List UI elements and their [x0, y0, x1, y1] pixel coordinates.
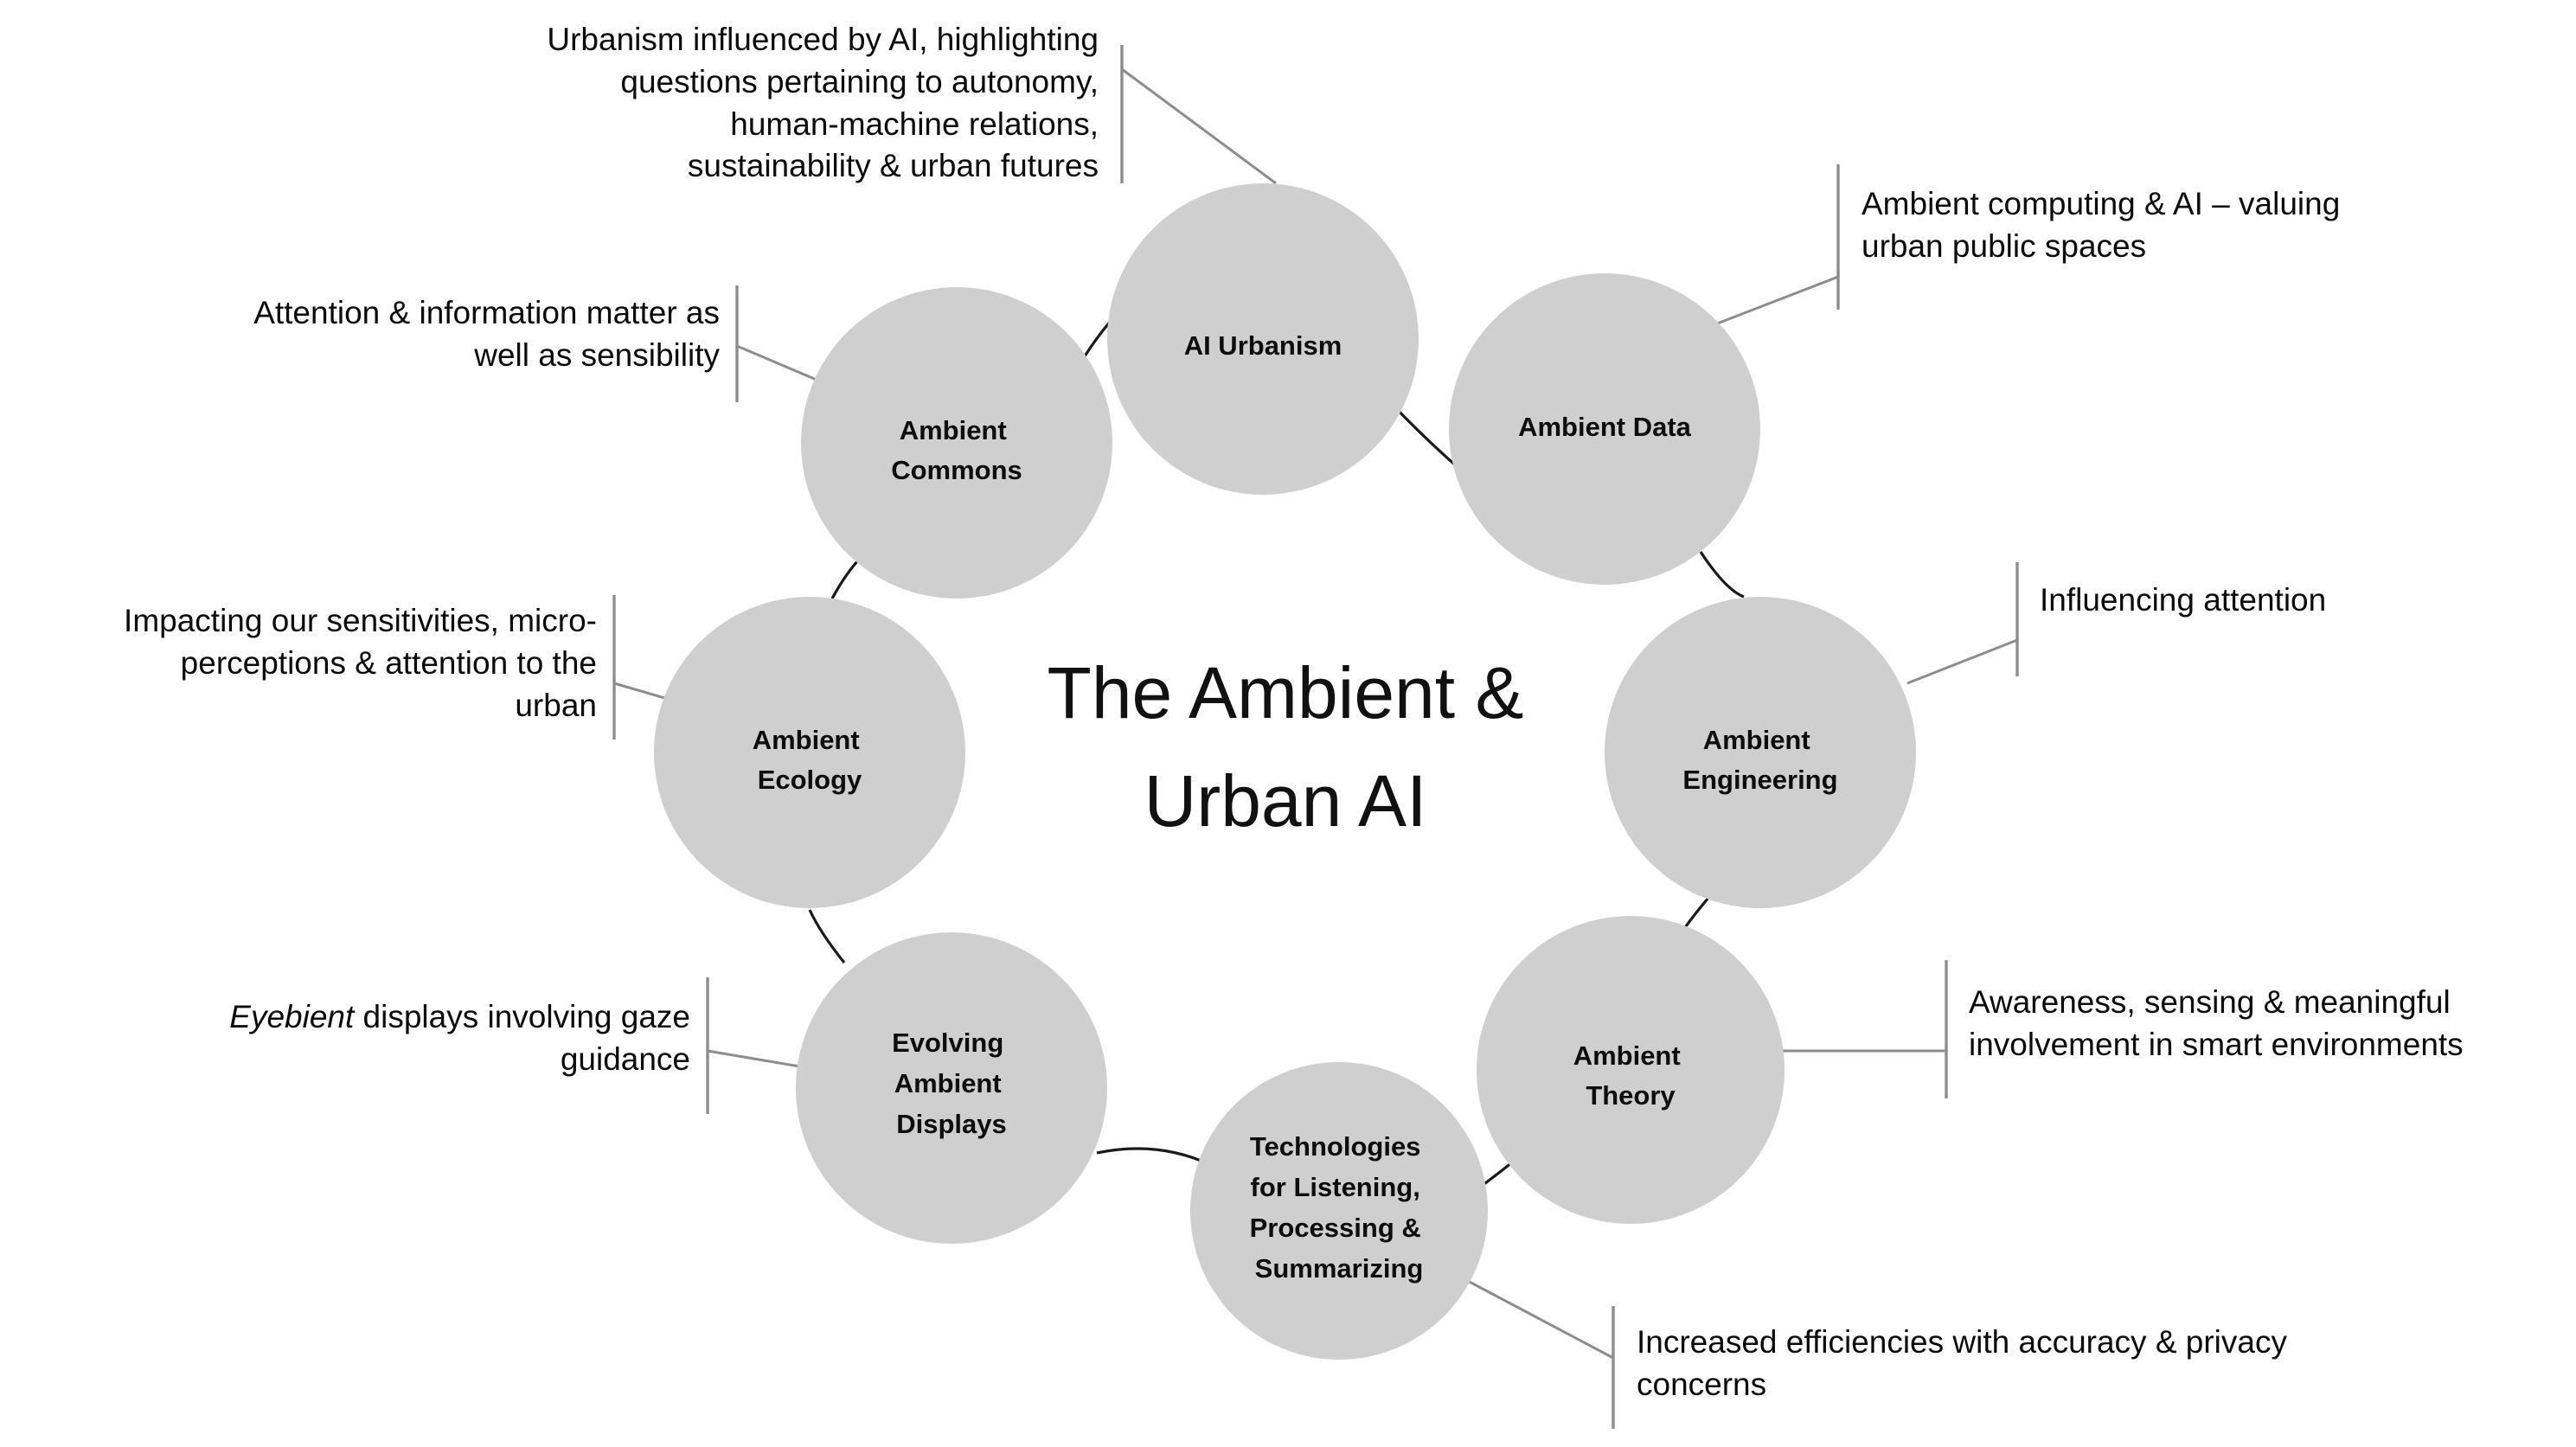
- node-labels: AI Urbanism Ambient Data Ambient Enginee…: [753, 330, 1838, 1284]
- callout-ambient-data: Ambient computing & AI – valuing urban p…: [1862, 186, 2341, 264]
- callout-ambient-ecology: Impacting our sensitivities, micro- perc…: [124, 603, 597, 723]
- node-label-ambient-ecology: Ambient Ecology: [753, 725, 868, 795]
- node-label-ambient-theory: Ambient Theory: [1573, 1040, 1688, 1111]
- ring-link-displays-ecology: [808, 909, 846, 964]
- node-circles: [654, 183, 1916, 1360]
- node-circle-ambient-commons[interactable]: [801, 287, 1112, 599]
- leader-line-technologies: [1449, 1270, 1614, 1360]
- eyebient-term: Eyebient: [229, 999, 355, 1034]
- callout-ai-urbanism: Urbanism influenced by AI, highlighting …: [547, 22, 1099, 184]
- node-circle-ambient-engineering[interactable]: [1605, 597, 1916, 908]
- ring-link-data-engineering: [1699, 551, 1745, 599]
- leader-line-ambient-data: [1708, 275, 1839, 329]
- ring-link-technologies-displays: [1096, 1147, 1214, 1168]
- callout-ambient-theory: Awareness, sensing & meaningful involvem…: [1969, 984, 2464, 1062]
- callout-technologies: Increased efficiencies with accuracy & p…: [1637, 1324, 2287, 1402]
- node-circle-evolving-displays[interactable]: [796, 932, 1107, 1244]
- node-circle-technologies[interactable]: [1190, 1062, 1488, 1360]
- node-label-ambient-data: Ambient Data: [1518, 412, 1692, 442]
- leader-line-ambient-engineering: [1906, 638, 2018, 685]
- node-label-ai-urbanism: AI Urbanism: [1184, 330, 1342, 361]
- callout-evolving-displays: Eyebient displays involving gaze guidanc…: [229, 999, 690, 1077]
- leader-bars: [612, 45, 2019, 1429]
- callout-ambient-commons: Attention & information matter as well a…: [253, 295, 720, 373]
- node-circle-ambient-ecology[interactable]: [654, 597, 965, 908]
- center-title-line2: Urban AI: [1144, 760, 1427, 842]
- callout-ambient-engineering: Influencing attention: [2040, 582, 2327, 618]
- node-label-technologies: Technologies for Listening, Processing &…: [1250, 1131, 1429, 1284]
- node-circle-ai-urbanism[interactable]: [1107, 183, 1419, 495]
- center-title: The Ambient & Urban AI: [1048, 652, 1524, 842]
- center-title-line1: The Ambient &: [1048, 652, 1524, 733]
- node-circle-ambient-data[interactable]: [1449, 273, 1760, 585]
- node-label-ambient-engineering: Ambient Engineering: [1682, 725, 1837, 795]
- node-label-ambient-commons: Ambient Commons: [891, 415, 1022, 485]
- node-circle-ambient-theory[interactable]: [1477, 916, 1785, 1224]
- node-label-evolving-displays: Evolving Ambient Displays: [892, 1028, 1011, 1139]
- leader-line-ai-urbanism: [1121, 67, 1277, 185]
